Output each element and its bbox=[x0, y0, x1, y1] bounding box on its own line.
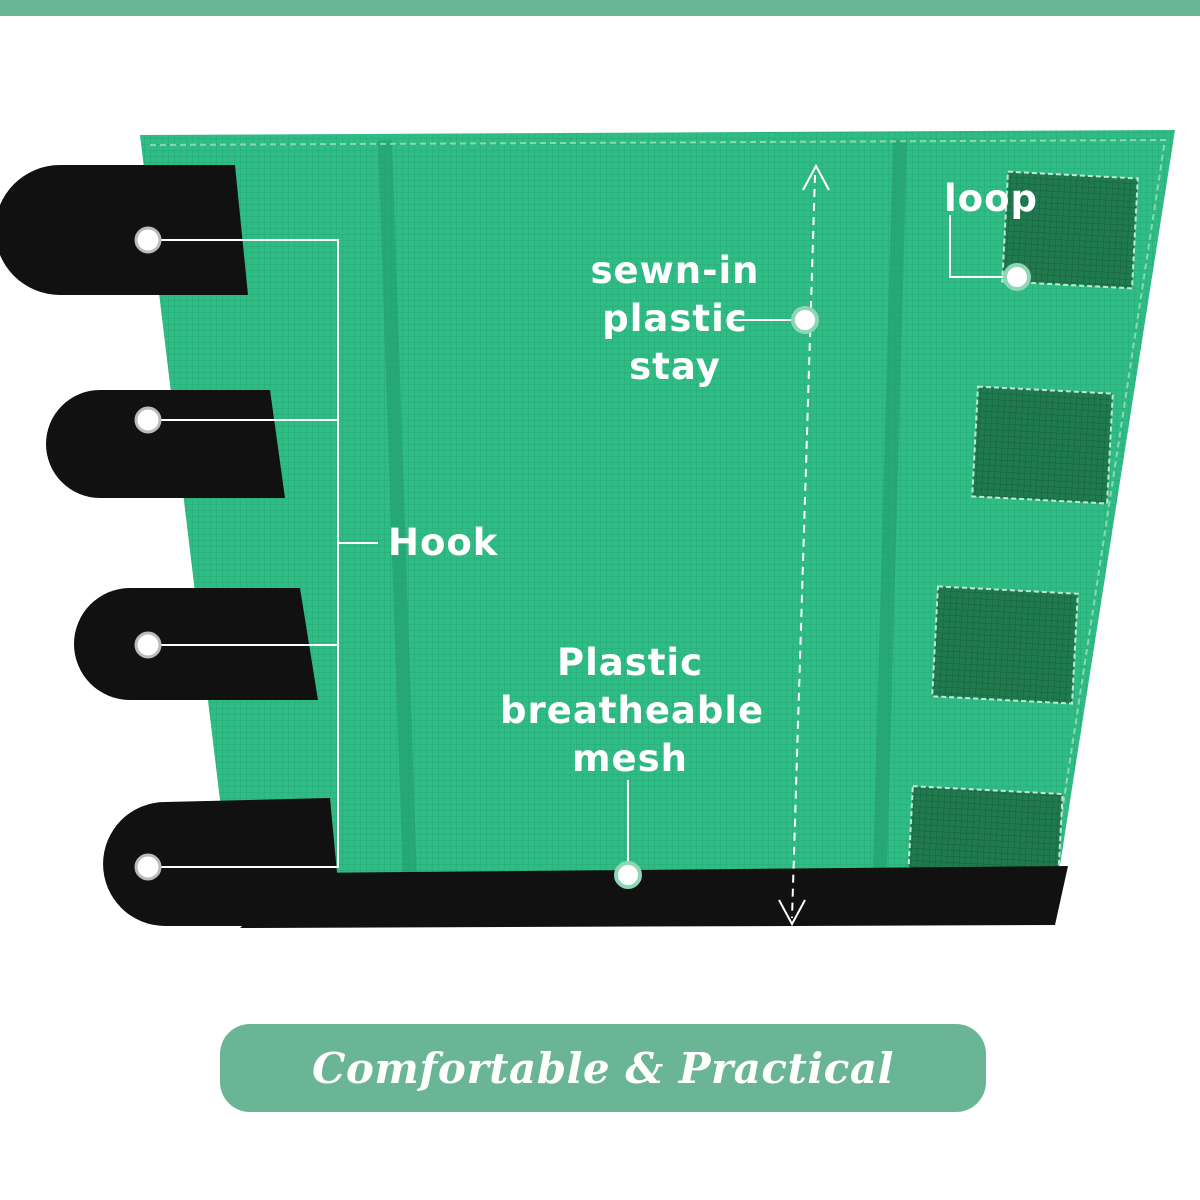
bottom-band bbox=[240, 866, 1068, 928]
loop-patch-2 bbox=[971, 385, 1114, 505]
panel-seam-left bbox=[378, 139, 417, 881]
hook-marker-3 bbox=[134, 631, 162, 659]
hook-label: Hook bbox=[388, 521, 499, 564]
edge-stitch bbox=[149, 138, 1167, 859]
loop-marker bbox=[1003, 263, 1031, 291]
loop-leader-line bbox=[949, 215, 1017, 278]
panel-seam-right bbox=[873, 139, 907, 871]
marker-dots bbox=[134, 226, 1031, 889]
hook-strap-4 bbox=[103, 798, 342, 926]
mesh-label: Plastic breatheable mesh bbox=[500, 641, 765, 780]
tagline-banner: Comfortable & Practical bbox=[220, 1024, 986, 1112]
loop-patch-1 bbox=[1001, 170, 1139, 290]
hook-marker-2 bbox=[134, 406, 162, 434]
hook-strap-2 bbox=[46, 390, 285, 498]
product-illustration bbox=[0, 130, 1175, 928]
loop-patch-3 bbox=[931, 585, 1079, 705]
loop-label: loop bbox=[944, 177, 1039, 220]
stay-label: sewn-in plastic stay bbox=[590, 249, 760, 388]
top-accent-bar bbox=[0, 0, 1200, 16]
hook-marker-1 bbox=[134, 226, 162, 254]
stay-arrow bbox=[778, 163, 830, 927]
tagline-text: Comfortable & Practical bbox=[311, 1043, 894, 1093]
stay-marker bbox=[791, 306, 819, 334]
mesh-marker bbox=[614, 861, 642, 889]
hook-marker-4 bbox=[134, 853, 162, 881]
hook-strap-1 bbox=[0, 165, 248, 295]
hook-bracket bbox=[148, 239, 378, 868]
